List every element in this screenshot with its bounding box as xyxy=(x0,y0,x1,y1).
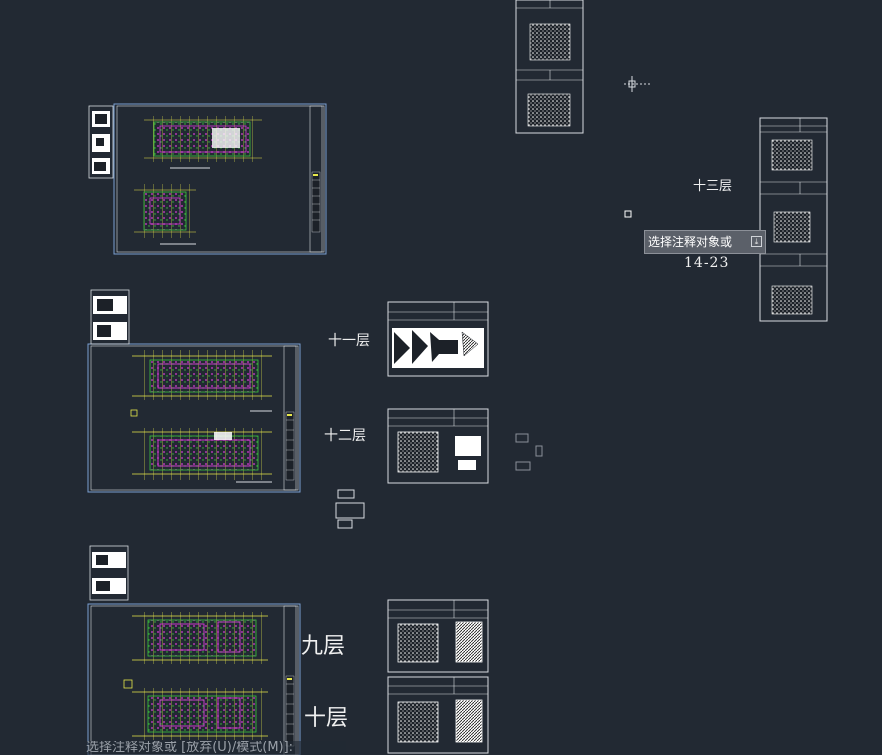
floor-plan[interactable] xyxy=(134,184,196,238)
command-line-prompt[interactable]: 选择注释对象或 [放弃(U)/模式(M)]: xyxy=(86,741,346,755)
label-range-14-23: 14-23 xyxy=(684,255,730,271)
detail-panel-floors-14-23[interactable] xyxy=(759,117,828,322)
sheet-title-block xyxy=(311,171,321,233)
outline-fragment[interactable] xyxy=(515,433,543,471)
legend-thumbnails[interactable] xyxy=(89,545,129,601)
sheet-floors-11-12[interactable] xyxy=(87,343,301,493)
detail-panel-floor-10[interactable] xyxy=(387,676,489,754)
label-floor-12: 十二层 xyxy=(324,428,366,444)
detail-panel-floor-9[interactable] xyxy=(387,599,489,673)
detail-panel-top[interactable] xyxy=(515,0,584,134)
sheet-upper-floors[interactable] xyxy=(113,103,327,255)
tooltip-text: 选择注释对象或 xyxy=(648,235,733,249)
sheet-title-block xyxy=(285,411,295,481)
sheet-title-block xyxy=(285,675,295,747)
detail-panel-floor-11[interactable] xyxy=(387,301,489,377)
label-floor-10: 十层 xyxy=(304,706,349,731)
legend-thumbnails[interactable] xyxy=(90,289,130,345)
floor-plan[interactable] xyxy=(132,688,268,740)
floor-plan[interactable] xyxy=(144,116,262,162)
floor-plan[interactable] xyxy=(132,428,272,480)
floor-plan[interactable] xyxy=(132,612,268,664)
label-floor-9: 九层 xyxy=(301,634,346,659)
sheet-floors-9-10[interactable] xyxy=(87,603,301,755)
outline-fragment[interactable] xyxy=(335,489,365,529)
legend-thumbnails[interactable] xyxy=(88,105,114,179)
download-icon[interactable]: ⤓ xyxy=(751,236,762,247)
crosshair-cursor-icon xyxy=(624,76,652,92)
label-floor-11: 十一层 xyxy=(328,333,370,349)
floor-plan[interactable] xyxy=(132,350,272,400)
label-floor-13: 十三层 xyxy=(693,179,733,194)
command-tooltip: 选择注释对象或 ⤓ xyxy=(644,230,766,254)
grip-point-icon[interactable] xyxy=(624,210,632,218)
detail-panel-floor-12[interactable] xyxy=(387,408,489,484)
